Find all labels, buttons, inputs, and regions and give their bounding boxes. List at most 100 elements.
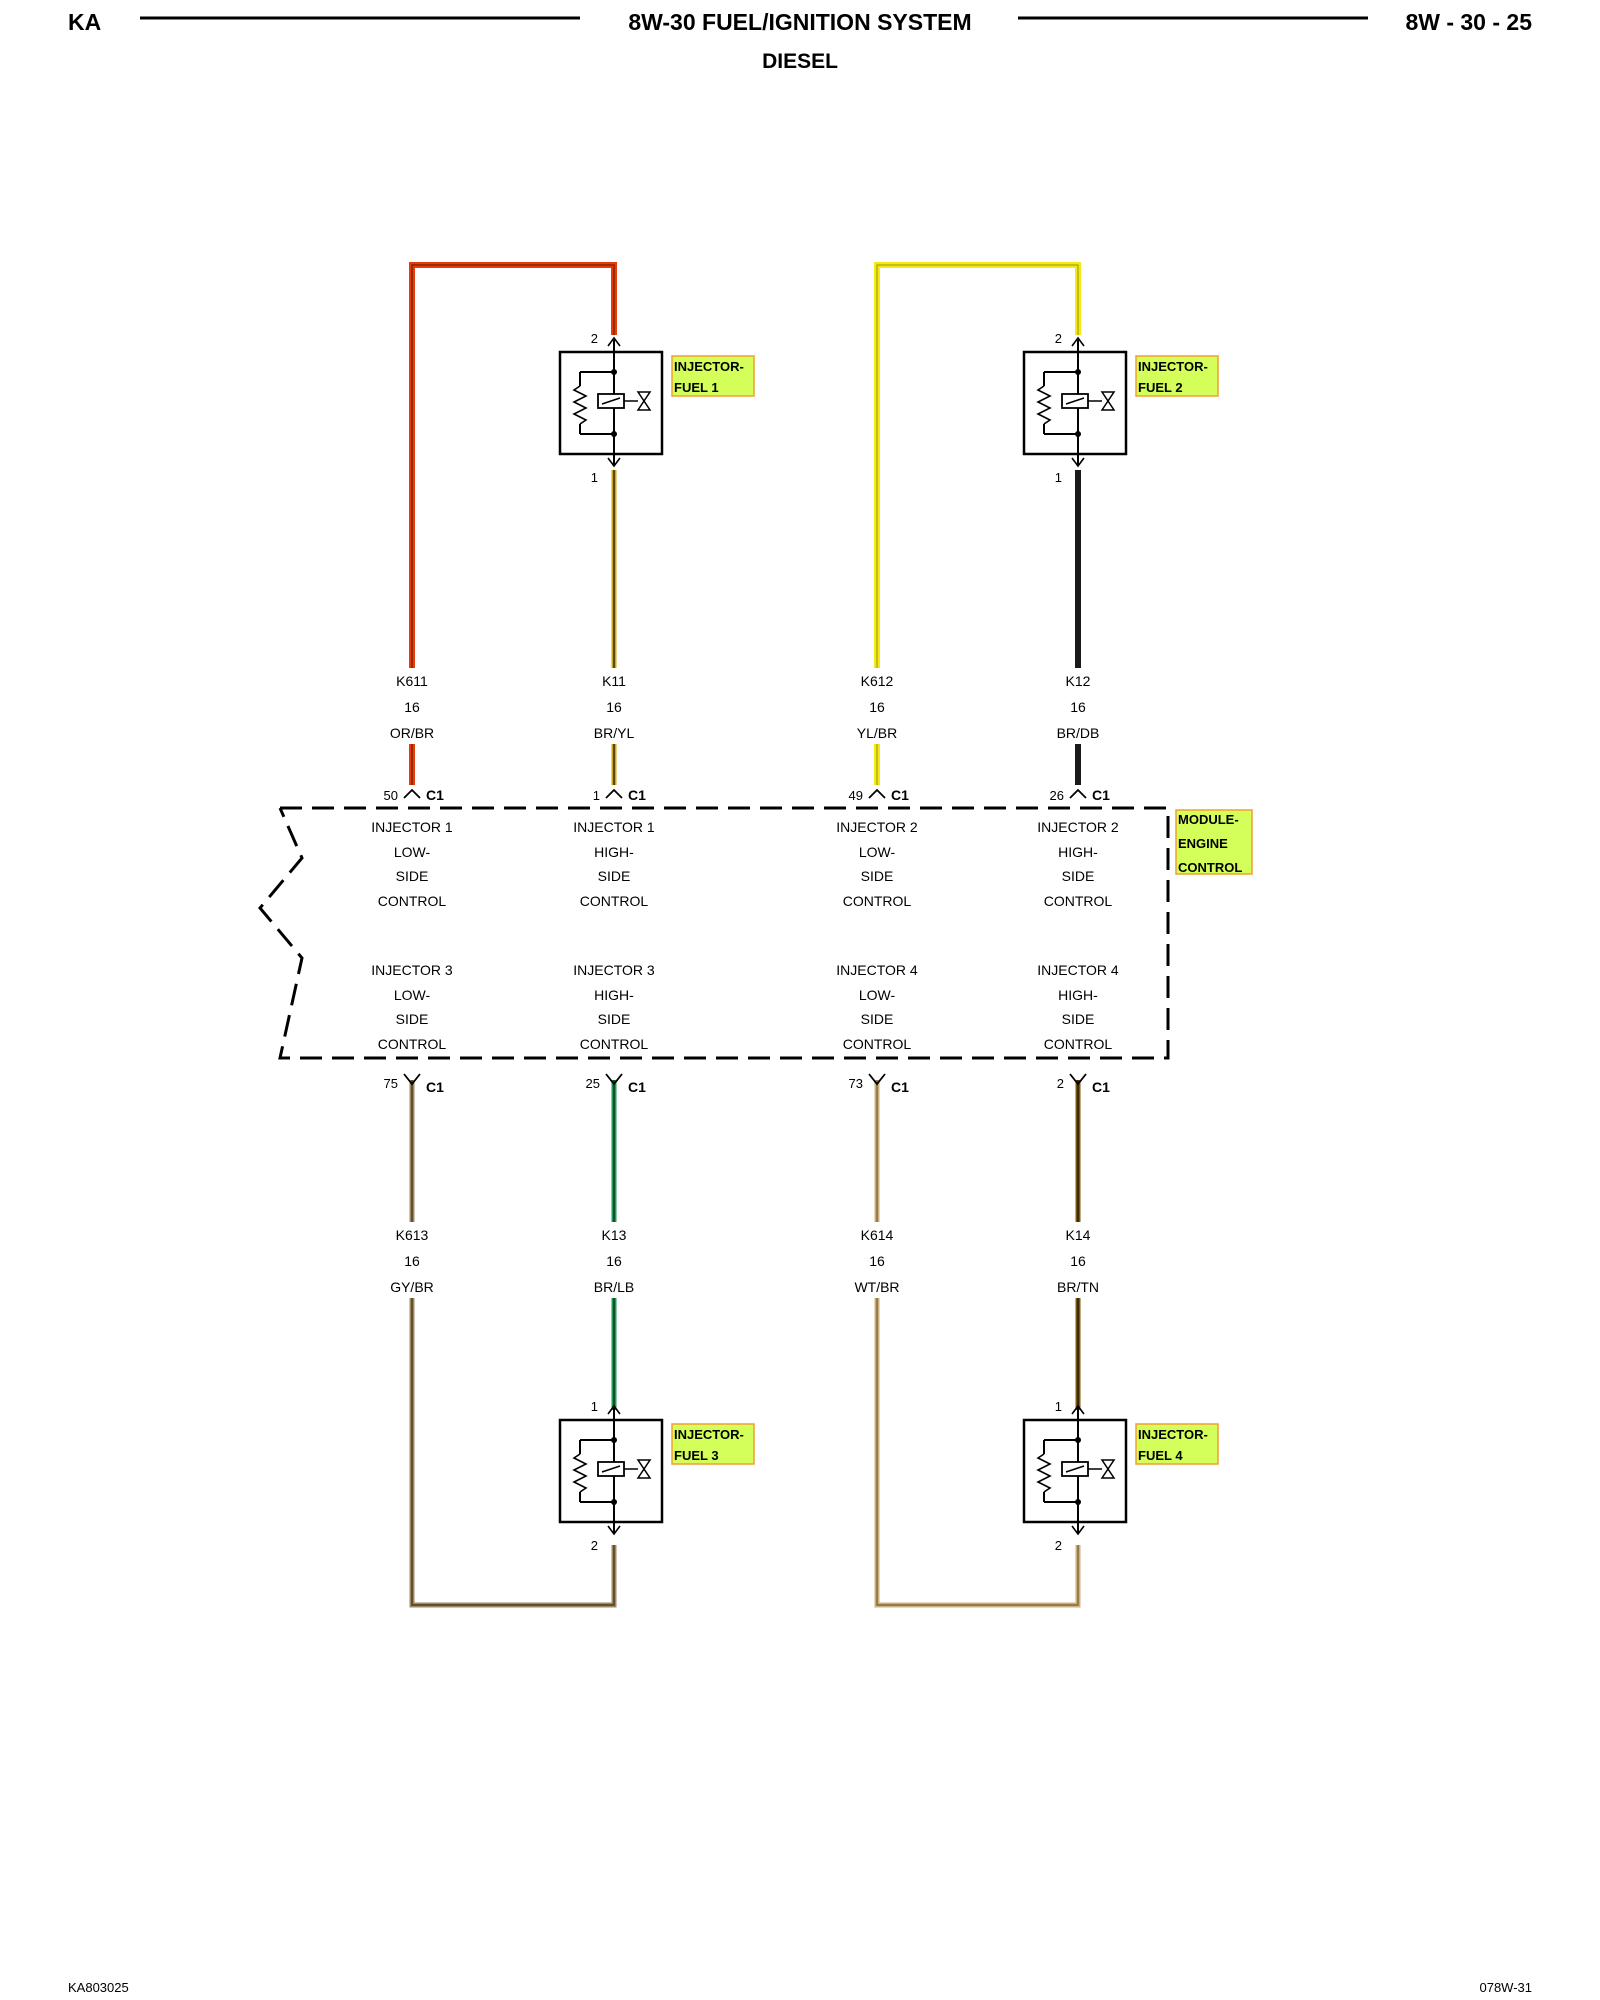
module-pin-desc: LOW- — [394, 844, 431, 860]
module-pin-desc: INJECTOR 4 — [836, 962, 918, 978]
injector-fuel-4[interactable] — [1022, 1404, 1128, 1536]
module-top-row: INJECTOR 1 LOW- SIDE CONTROL INJECTOR 1 … — [371, 819, 1119, 909]
module-pin-desc: INJECTOR 2 — [1037, 819, 1119, 835]
page-footer: KA803025 078W-31 — [68, 1980, 1532, 1995]
header-left: KA — [68, 9, 101, 35]
injector-pin-numbers: 2 1 2 1 1 2 1 2 — [591, 331, 1062, 1553]
top-wire-labels: K611 16 OR/BR K11 16 BR/YL K612 16 YL/BR… — [390, 673, 1100, 741]
module-bottom-row: INJECTOR 3 LOW- SIDE CONTROL INJECTOR 3 … — [371, 962, 1119, 1052]
injector-2-pin-bottom: 1 — [1055, 470, 1062, 485]
wire-k11-gauge: 16 — [606, 699, 622, 715]
terminal-k611-pin: 50 — [384, 788, 398, 803]
wire-k614[interactable] — [874, 1080, 1081, 1608]
wire-k614-tracer — [876, 1080, 1079, 1606]
footer-left: KA803025 — [68, 1980, 129, 1995]
injector-1-label-line2: FUEL 1 — [674, 380, 719, 395]
terminal-k614-pin: 73 — [849, 1076, 863, 1091]
module-engine-control[interactable] — [258, 806, 1170, 1060]
wire-k613[interactable] — [409, 1080, 617, 1608]
wire-k612-tracer — [876, 264, 1079, 785]
injector-fuel-1[interactable] — [558, 336, 664, 468]
wire-k614-circuit: K614 — [861, 1227, 894, 1243]
top-module-terminals: 50 C1 1 C1 49 C1 26 C1 — [384, 787, 1111, 803]
injector-4-label-line2: FUEL 4 — [1138, 1448, 1183, 1463]
module-pin-desc: SIDE — [598, 868, 631, 884]
module-pin-desc: INJECTOR 4 — [1037, 962, 1119, 978]
header-page-number: 8W - 30 - 25 — [1405, 9, 1532, 35]
module-pin-desc: SIDE — [861, 868, 894, 884]
module-pin-desc: LOW- — [859, 844, 896, 860]
module-pin-desc: HIGH- — [594, 987, 634, 1003]
header-subtitle: DIESEL — [762, 50, 838, 73]
injector-1-pin-bottom: 1 — [591, 470, 598, 485]
terminal-k612-pin: 49 — [849, 788, 863, 803]
injector-1-label-line1: INJECTOR- — [674, 359, 744, 374]
module-pin-desc: SIDE — [1062, 868, 1095, 884]
terminal-k13-connector: C1 — [628, 1079, 646, 1095]
module-label-line3: CONTROL — [1178, 860, 1242, 875]
bottom-wire-labels: K613 16 GY/BR K13 16 BR/LB K614 16 WT/BR… — [390, 1227, 1099, 1295]
module-pin-desc: INJECTOR 3 — [371, 962, 453, 978]
module-pin-desc: INJECTOR 2 — [836, 819, 918, 835]
terminal-k11-connector: C1 — [628, 787, 646, 803]
wire-k612-gauge: 16 — [869, 699, 885, 715]
injector-3-label-line1: INJECTOR- — [674, 1427, 744, 1442]
terminal-k11-pin: 1 — [593, 788, 600, 803]
terminal-k14-connector: C1 — [1092, 1079, 1110, 1095]
wire-k11-circuit: K11 — [602, 673, 626, 689]
module-pin-desc: CONTROL — [580, 1036, 649, 1052]
header-title: 8W-30 FUEL/IGNITION SYSTEM — [628, 9, 971, 35]
terminal-k12-connector: C1 — [1092, 787, 1110, 803]
module-pin-desc: CONTROL — [378, 1036, 447, 1052]
module-pin-desc: SIDE — [861, 1011, 894, 1027]
injector-fuel-2[interactable] — [1022, 336, 1128, 468]
wire-k611-circuit: K611 — [396, 673, 428, 689]
injector-labels: INJECTOR- FUEL 1 INJECTOR- FUEL 2 INJECT… — [671, 355, 1219, 1465]
injector-2-pin-top: 2 — [1055, 331, 1062, 346]
wire-k614-color: WT/BR — [854, 1279, 899, 1295]
module-pin-desc: SIDE — [396, 1011, 429, 1027]
module-pin-desc: CONTROL — [378, 893, 447, 909]
wire-k611-color: OR/BR — [390, 725, 434, 741]
wire-k12-color: BR/DB — [1057, 725, 1100, 741]
module-pin-desc: LOW- — [859, 987, 896, 1003]
wire-k13-gauge: 16 — [606, 1253, 622, 1269]
injector-4-pin-bottom: 2 — [1055, 1538, 1062, 1553]
bottom-module-terminals: 75 C1 25 C1 73 C1 2 C1 — [384, 1073, 1110, 1095]
wire-label-backgrounds — [380, 668, 1110, 1298]
terminal-k613-pin: 75 — [384, 1076, 398, 1091]
injector-3-pin-bottom: 2 — [591, 1538, 598, 1553]
module-pin-desc: INJECTOR 3 — [573, 962, 655, 978]
module-pin-desc: SIDE — [598, 1011, 631, 1027]
injector-fuel-3[interactable] — [558, 1404, 664, 1536]
module-pin-desc: HIGH- — [594, 844, 634, 860]
wire-k11-color: BR/YL — [594, 725, 635, 741]
terminal-k13-pin: 25 — [586, 1076, 600, 1091]
top-wires — [409, 262, 1081, 785]
injector-1-pin-top: 2 — [591, 331, 598, 346]
wire-k14-circuit: K14 — [1066, 1227, 1091, 1243]
module-pin-desc: HIGH- — [1058, 987, 1098, 1003]
bottom-wires — [409, 1080, 1081, 1608]
module-pin-desc: CONTROL — [1044, 1036, 1113, 1052]
wire-k611-gauge: 16 — [404, 699, 420, 715]
module-label-highlight — [1175, 809, 1253, 875]
module-pin-desc: SIDE — [396, 868, 429, 884]
wire-k613-circuit: K613 — [396, 1227, 429, 1243]
wire-k611-tracer — [411, 264, 615, 785]
module-pin-desc: CONTROL — [1044, 893, 1113, 909]
terminal-k14-pin: 2 — [1057, 1076, 1064, 1091]
injector-2-label-line1: INJECTOR- — [1138, 359, 1208, 374]
wire-k612-color: YL/BR — [857, 725, 897, 741]
module-pin-desc: HIGH- — [1058, 844, 1098, 860]
terminal-k12-pin: 26 — [1050, 788, 1064, 803]
module-label-line1: MODULE- — [1178, 812, 1239, 827]
module-pin-desc: INJECTOR 1 — [573, 819, 655, 835]
injector-2-label-line2: FUEL 2 — [1138, 380, 1183, 395]
terminal-k611-connector: C1 — [426, 787, 444, 803]
page-header: KA 8W-30 FUEL/IGNITION SYSTEM 8W - 30 - … — [68, 9, 1532, 73]
injector-3-label-line2: FUEL 3 — [674, 1448, 719, 1463]
wire-k12-gauge: 16 — [1070, 699, 1086, 715]
module-pin-desc: LOW- — [394, 987, 431, 1003]
